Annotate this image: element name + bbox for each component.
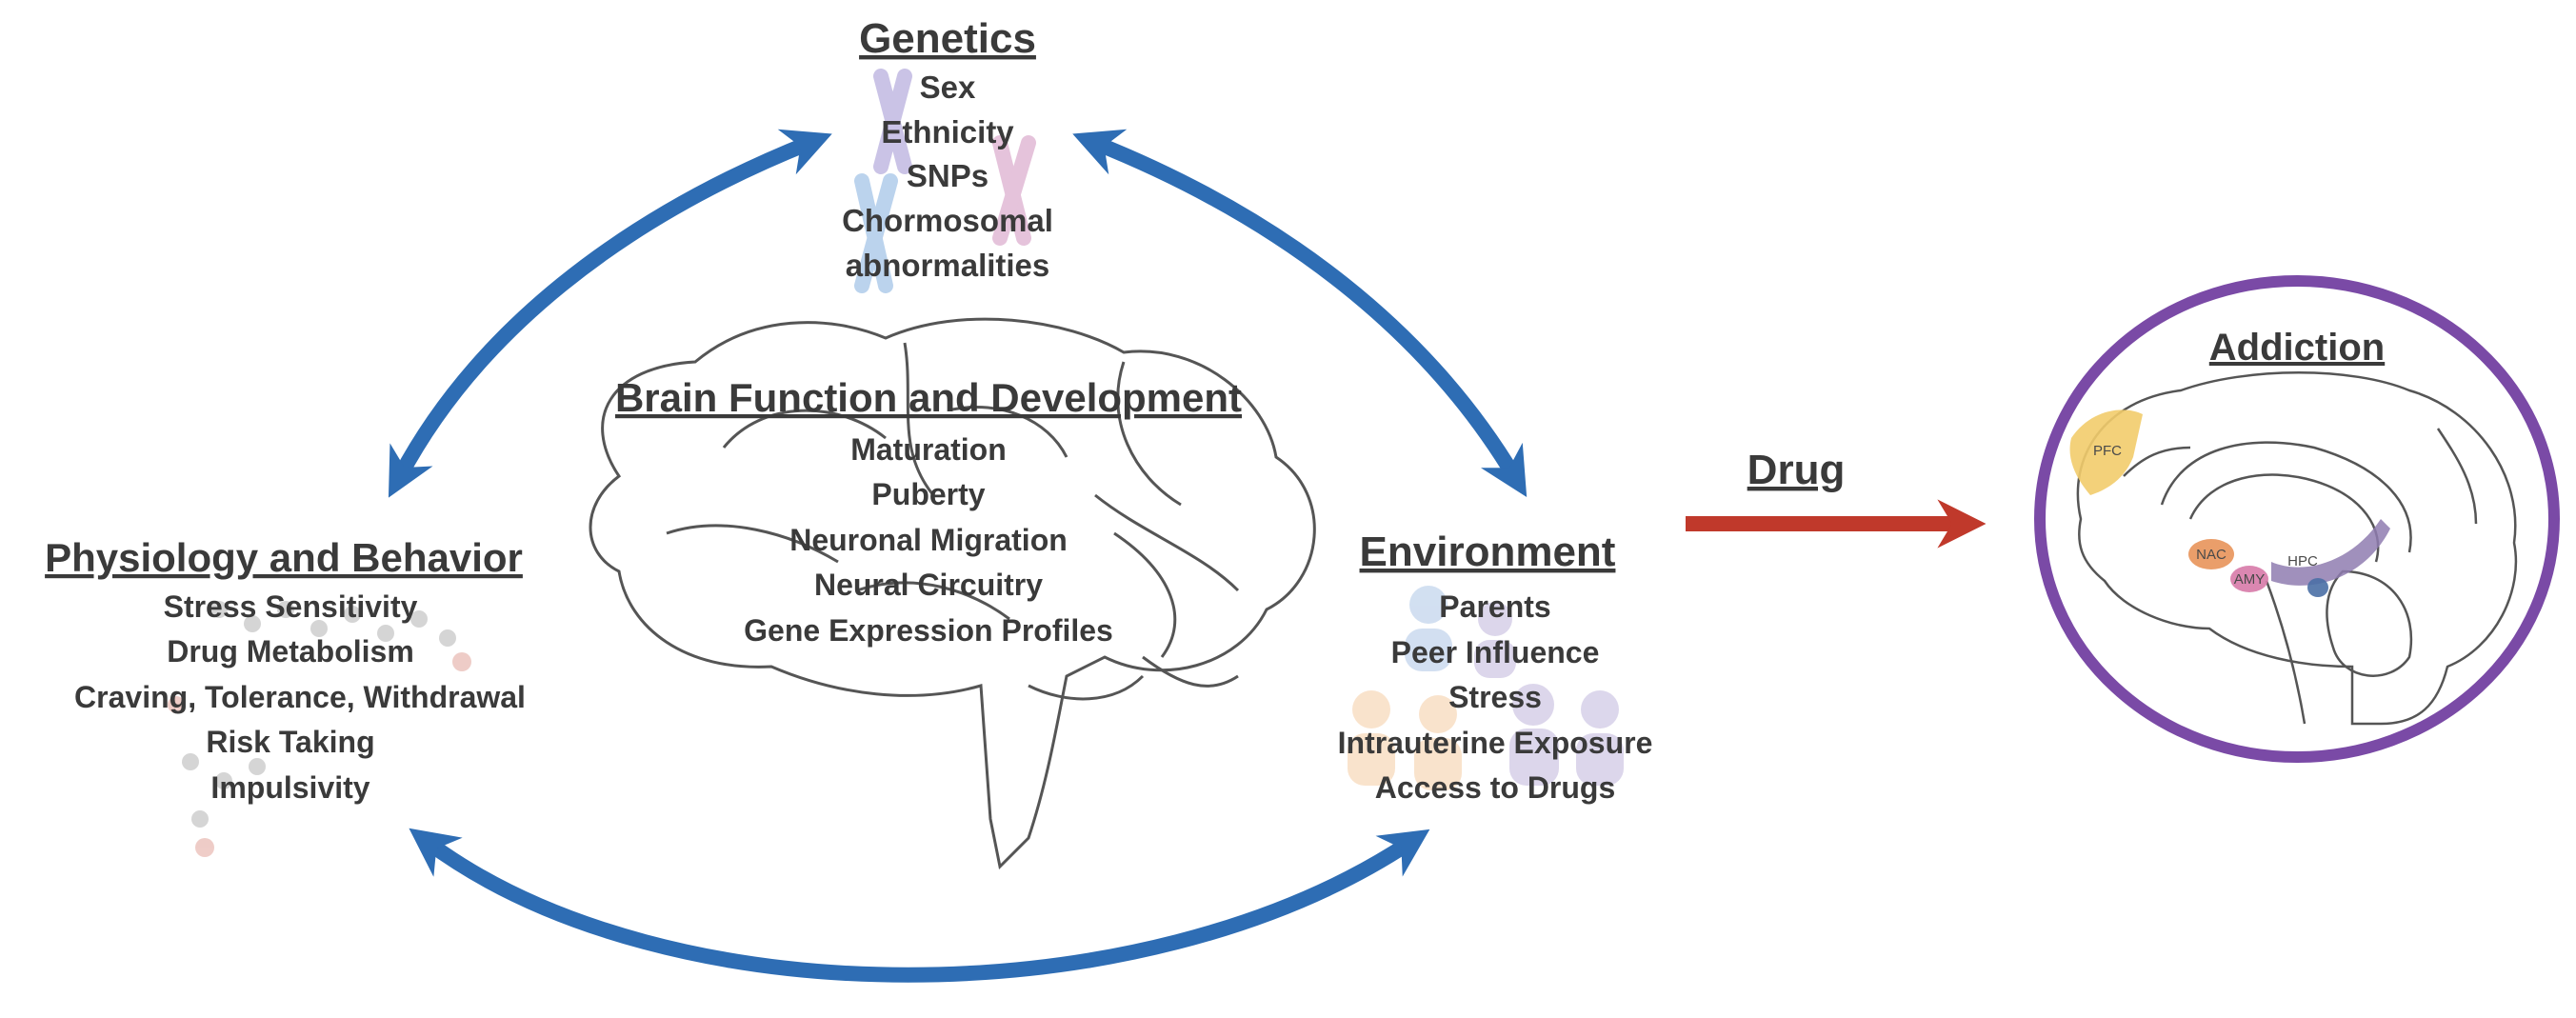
environment-item-stress: Stress (1448, 680, 1542, 714)
drug-arrow-group: Drug (1686, 447, 1987, 549)
region-nac-label: NAC (2196, 547, 2227, 563)
environment-item-access-to-drugs: Access to Drugs (1375, 770, 1616, 805)
region-pfc (2069, 409, 2143, 495)
genetics-item-abnormalities: abnormalities (846, 248, 1050, 283)
genetics-title: Genetics (859, 15, 1036, 62)
physiology-item-craving: Craving, Tolerance, Withdrawal (74, 680, 526, 714)
arrow-genetics-environment (1072, 129, 1528, 497)
environment-block: Environment Parents Peer Influence Stres… (1338, 529, 1653, 805)
addiction-ring (2034, 275, 2560, 763)
addiction-title: Addiction (2209, 327, 2385, 369)
arrow-genetics-physiology (388, 129, 832, 498)
environment-item-intrauterine: Intrauterine Exposure (1338, 726, 1653, 760)
brain-item-neural-circuitry: Neural Circuitry (814, 568, 1043, 602)
genetics-block: Genetics Sex Ethnicity SNPs Chormosomal … (842, 15, 1053, 283)
arrow-physiology-environment (409, 828, 1430, 983)
physiology-item-stress-sensitivity: Stress Sensitivity (164, 589, 418, 624)
region-nac (2188, 539, 2234, 569)
cycle-arrows (388, 129, 1528, 983)
brain-item-neuronal-migration: Neuronal Migration (789, 523, 1068, 557)
environment-item-parents: Parents (1439, 589, 1550, 624)
molecule-icon (168, 601, 471, 857)
physiology-title: Physiology and Behavior (45, 535, 523, 580)
addiction-block: Addiction PFC NAC AMY HPC (2034, 275, 2560, 763)
physiology-item-risk-taking: Risk Taking (206, 725, 374, 759)
brain-item-maturation: Maturation (850, 432, 1007, 467)
region-pfc-label: PFC (2093, 443, 2122, 459)
people-icons (1348, 586, 1624, 790)
environment-item-peer-influence: Peer Influence (1391, 635, 1600, 669)
physiology-item-impulsivity: Impulsivity (210, 770, 369, 805)
chromosome-icons (854, 69, 1036, 293)
region-amy-label: AMY (2234, 571, 2266, 588)
brain-item-puberty: Puberty (871, 477, 985, 511)
genetics-item-ethnicity: Ethnicity (881, 114, 1014, 150)
region-amy (2230, 566, 2268, 592)
region-hpc (2271, 519, 2390, 586)
genetics-item-sex: Sex (920, 70, 976, 105)
region-vta (2307, 578, 2328, 597)
brain-title: Brain Function and Development (615, 375, 1242, 420)
region-hpc-label: HPC (2287, 553, 2318, 569)
brain-block: Brain Function and Development Maturatio… (615, 375, 1242, 648)
genetics-item-chormosomal: Chormosomal (842, 203, 1053, 238)
physiology-block: Physiology and Behavior Stress Sensitivi… (45, 535, 526, 805)
sagittal-brain (2076, 371, 2518, 726)
genetics-item-snps: SNPs (907, 158, 988, 193)
physiology-item-drug-metabolism: Drug Metabolism (167, 634, 414, 669)
environment-title: Environment (1360, 529, 1616, 575)
brain-item-gene-expression: Gene Expression Profiles (744, 613, 1113, 648)
drug-label: Drug (1747, 447, 1846, 493)
